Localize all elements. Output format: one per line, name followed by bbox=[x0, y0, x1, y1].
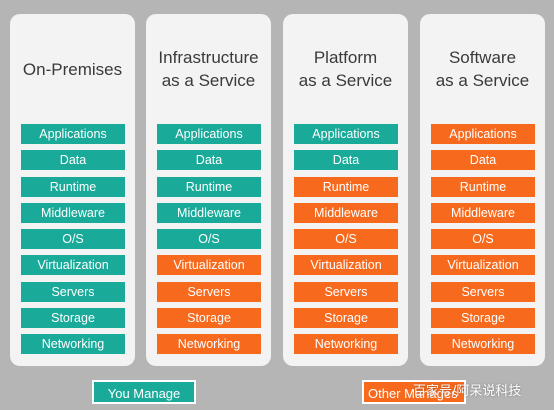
layer-middleware: Middleware bbox=[21, 202, 125, 223]
layer-virtualization: Virtualization bbox=[21, 255, 125, 276]
layer-data: Data bbox=[294, 150, 398, 171]
layer-networking: Networking bbox=[21, 334, 125, 355]
layer-networking: Networking bbox=[157, 334, 261, 355]
layer-o-s: O/S bbox=[294, 229, 398, 250]
layer-servers: Servers bbox=[294, 281, 398, 302]
layer-o-s: O/S bbox=[157, 229, 261, 250]
column-title: Platform as a Service bbox=[298, 48, 393, 90]
layer-o-s: O/S bbox=[431, 229, 535, 250]
layer-runtime: Runtime bbox=[157, 176, 261, 197]
column-title: On-Premises bbox=[22, 59, 123, 79]
layer-virtualization: Virtualization bbox=[294, 255, 398, 276]
layer-storage: Storage bbox=[157, 308, 261, 329]
layer-applications: Applications bbox=[431, 124, 535, 144]
watermark: 百家号/阿呆说科技 bbox=[413, 384, 522, 399]
layer-applications: Applications bbox=[294, 124, 398, 144]
layer-storage: Storage bbox=[431, 308, 535, 329]
legend-other-manages: Other Manages bbox=[362, 380, 466, 404]
layer-runtime: Runtime bbox=[21, 176, 125, 197]
layer-data: Data bbox=[157, 150, 261, 171]
layer-servers: Servers bbox=[431, 281, 535, 302]
layer-applications: Applications bbox=[21, 124, 125, 144]
layer-virtualization: Virtualization bbox=[157, 255, 261, 276]
layer-servers: Servers bbox=[157, 281, 261, 302]
layer-virtualization: Virtualization bbox=[431, 255, 535, 276]
layer-networking: Networking bbox=[431, 334, 535, 355]
layer-servers: Servers bbox=[21, 281, 125, 302]
layer-applications: Applications bbox=[157, 124, 261, 144]
layer-o-s: O/S bbox=[21, 229, 125, 250]
column-title: Infrastructure as a Service bbox=[158, 48, 259, 90]
layer-networking: Networking bbox=[294, 334, 398, 355]
layer-runtime: Runtime bbox=[294, 176, 398, 197]
layer-runtime: Runtime bbox=[431, 176, 535, 197]
layer-middleware: Middleware bbox=[294, 202, 398, 223]
layer-storage: Storage bbox=[294, 308, 398, 329]
layer-storage: Storage bbox=[21, 308, 125, 329]
legend-you-manage: You Manage bbox=[92, 380, 196, 404]
layer-data: Data bbox=[21, 150, 125, 171]
layer-data: Data bbox=[431, 150, 535, 171]
column-iaas: Infrastructure as a Service Applications… bbox=[146, 14, 271, 366]
column-title: Software as a Service bbox=[435, 48, 530, 90]
layer-middleware: Middleware bbox=[157, 202, 261, 223]
layer-middleware: Middleware bbox=[431, 202, 535, 223]
